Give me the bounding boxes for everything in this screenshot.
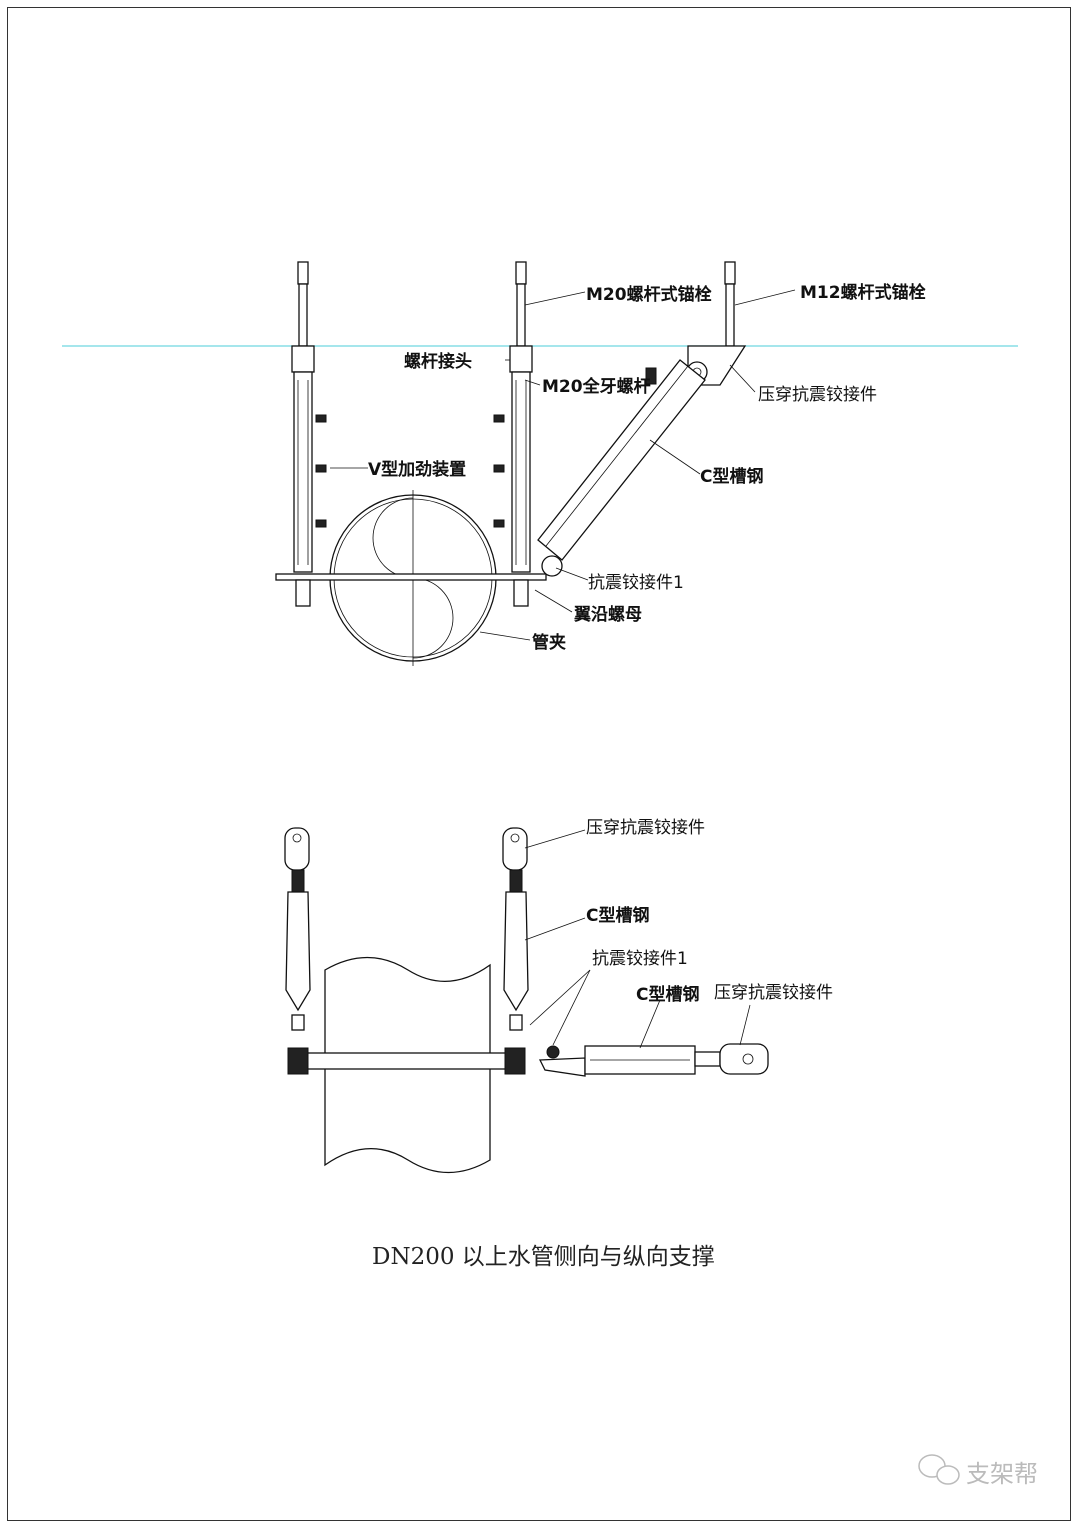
label-m20-anchor: M20螺杆式锚栓 (586, 284, 712, 305)
top-leaders (330, 289, 796, 641)
label-press-hinge-right: 压穿抗震铰接件 (714, 983, 833, 1003)
watermark-text: 支架帮 (966, 1460, 1038, 1488)
label-flange-nut: 翼沿螺母 (574, 605, 642, 625)
label-m20-threaded-rod: M20全牙螺杆 (542, 376, 651, 397)
base-plate (275, 573, 547, 581)
label-pipe-clamp: 管夹 (532, 632, 566, 653)
right-longitudinal-hanger (502, 827, 529, 1075)
label-c-channel-horizontal: C型槽钢 (636, 984, 699, 1005)
label-rod-coupler: 螺杆接头 (404, 351, 472, 372)
label-hinge-1: 抗震铰接件1 (588, 573, 684, 593)
wechat-icon (918, 1454, 960, 1485)
drawing-caption: DN200 以上水管侧向与纵向支撑 (372, 1244, 715, 1270)
label-c-channel: C型槽钢 (700, 466, 763, 487)
watermark: 支架帮 (918, 1454, 1038, 1488)
label-hinge-1-bottom: 抗震铰接件1 (592, 949, 688, 969)
top-view: M20螺杆式锚栓 M12螺杆式锚栓 螺杆接头 M20全牙螺杆 压穿抗震铰接件 C… (275, 261, 926, 666)
drawing-frame (7, 7, 1071, 1521)
bottom-view: 压穿抗震铰接件 C型槽钢 抗震铰接件1 C型槽钢 压穿抗震铰接件 (284, 818, 833, 1174)
left-hanger (291, 261, 327, 607)
label-press-hinge: 压穿抗震铰接件 (758, 385, 877, 405)
left-longitudinal-hanger (284, 827, 311, 1075)
bottom-leaders (524, 829, 751, 1049)
horizontal-brace (538, 1043, 769, 1077)
label-m12-anchor: M12螺杆式锚栓 (800, 282, 926, 303)
label-c-channel-vertical: C型槽钢 (586, 905, 649, 926)
diagonal-brace (537, 261, 747, 577)
middle-hanger (493, 261, 533, 607)
label-press-hinge-top: 压穿抗震铰接件 (586, 818, 705, 838)
label-v-stiffener: V型加劲装置 (368, 459, 466, 480)
pipe-strap (289, 1052, 521, 1070)
